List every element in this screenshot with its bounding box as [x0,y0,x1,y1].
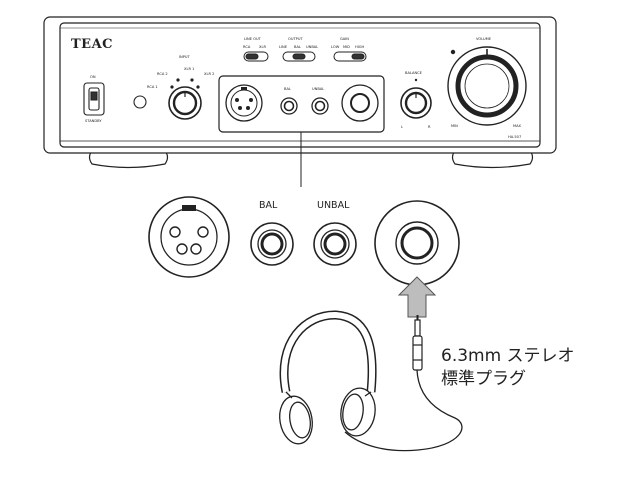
zoom-bal-label: BAL [259,200,278,211]
input-title: INPUT [179,55,191,59]
line-out-title: LINE OUT [244,37,262,41]
input-indicator-leds [170,78,200,89]
model-label: HA-507 [508,135,521,139]
power-standby-label: STANDBY [85,119,102,123]
input-selector-knob[interactable] [168,86,202,120]
front-face [59,22,541,148]
unbal-jack-large[interactable] [313,222,357,266]
jack-bal-label: BAL [284,87,291,91]
gain-mid-label: MID [343,45,350,49]
line-out-rca-label: RCA [243,45,251,49]
volume-title: VOLUME [476,37,492,41]
zoomed-jacks [148,196,460,286]
jack-unbal-label: UNBAL [312,87,324,91]
balance-r-label: R [428,125,431,129]
output-bal-label: BAL [294,45,301,49]
headphones-icon [279,310,377,445]
xlr-balanced-jack-large[interactable] [148,196,230,278]
volume-max-label: MAX [513,124,522,128]
right-foot [451,150,534,169]
input-xlr2-label: XLR 2 [204,72,214,76]
standard-phone-jack-large[interactable] [374,200,460,286]
gain-switch[interactable] [333,51,367,62]
input-rca1-label: RCA 1 [147,85,158,89]
gain-title: GAIN [340,37,349,41]
output-line-label: LINE [279,45,288,49]
line-out-switch[interactable] [243,51,269,62]
zoom-unbal-label: UNBAL [317,200,350,211]
balance-title: BALANCE [405,71,423,75]
amplifier-front-panel [43,16,557,169]
line-out-xlr-label: XLR [259,45,266,49]
brand-logo: TEAC [71,37,113,52]
standard-phone-jack-small[interactable] [341,84,379,122]
xlr-balanced-jack-small[interactable] [225,84,263,122]
balance-l-label: L [401,125,403,129]
input-xlr1-label: XLR 1 [184,67,194,71]
output-title: OUTPUT [288,37,303,41]
output-switch[interactable] [282,51,316,62]
headphone-plug [412,315,423,371]
power-switch[interactable] [83,82,105,116]
volume-indicator-led [450,49,456,55]
bal-jack-small[interactable] [280,97,298,115]
plug-caption-line2: 標準プラグ [441,369,526,389]
plug-caption-line1: 6.3mm ステレオ [441,346,575,366]
balance-knob[interactable] [400,87,432,119]
bal-jack-large[interactable] [250,222,294,266]
balance-center-dot [414,78,418,82]
standby-indicator [133,95,147,109]
left-foot [88,150,169,169]
gain-low-label: LOW [331,45,340,49]
input-rca2-label: RCA 2 [157,72,168,76]
output-unbal-label: UNBAL [306,45,318,49]
power-on-label: ON [90,75,96,79]
gain-high-label: HIGH [355,45,365,49]
volume-knob[interactable] [447,46,527,126]
unbal-jack-small[interactable] [311,97,329,115]
chassis [43,16,557,154]
volume-min-label: MIN [451,124,458,128]
headphone-cable [344,369,463,452]
